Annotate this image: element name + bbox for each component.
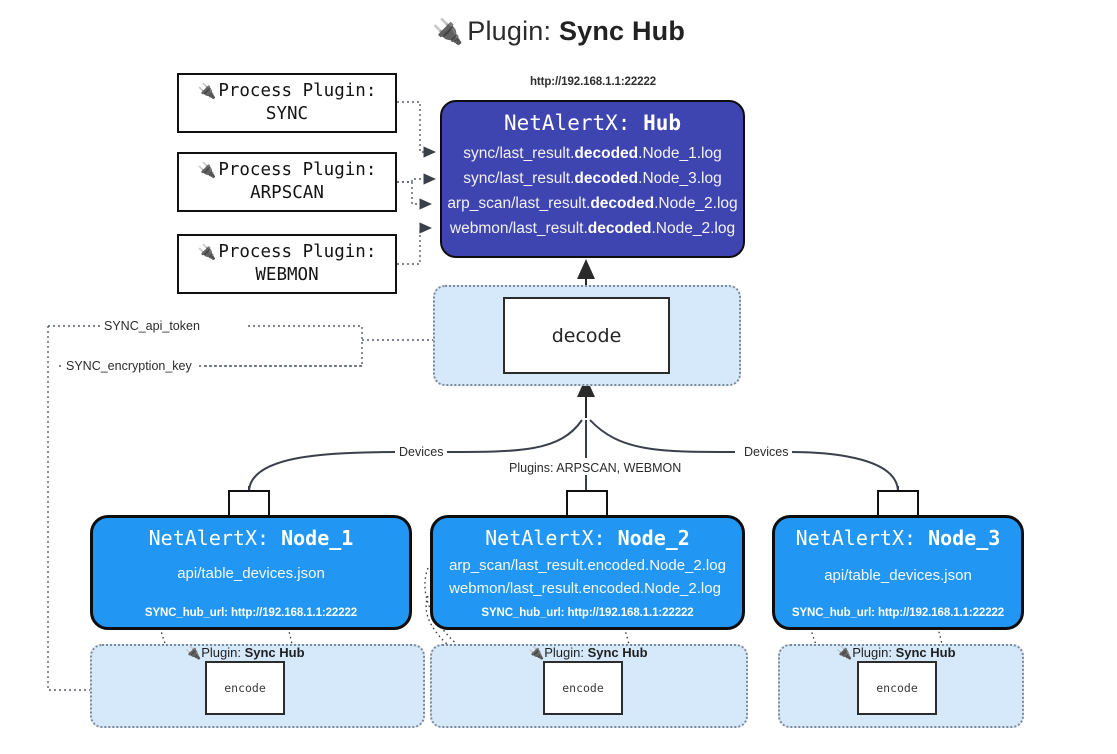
process-plugin-name: WEBMON — [255, 265, 319, 285]
hub-url-label: http://192.168.1.1:22222 — [529, 76, 657, 88]
edge-label-devices-right: Devices — [740, 445, 793, 459]
node-title: NetAlertX: Node_1 — [148, 526, 354, 550]
process-plugin-sync[interactable]: 🔌Process Plugin: SYNC — [177, 73, 397, 133]
page-title: 🔌Plugin: Sync Hub — [0, 16, 1117, 47]
plug-icon: 🔌 — [836, 645, 853, 660]
node-3[interactable]: NetAlertX: Node_3 api/table_devices.json… — [772, 515, 1024, 630]
process-plugin-name: ARPSCAN — [250, 183, 324, 203]
encode-box-3[interactable]: encode — [857, 661, 937, 715]
plug-icon: 🔌 — [431, 18, 464, 46]
hub-log-line: arp_scan/last_result.decoded.Node_2.log — [447, 195, 738, 212]
hub-node[interactable]: NetAlertX: Hub sync/last_result.decoded.… — [440, 100, 745, 258]
hub-title-name: Hub — [643, 111, 681, 135]
node-line: api/table_devices.json — [824, 567, 972, 584]
edge-label-plugins: Plugins: ARPSCAN, WEBMON — [505, 461, 686, 475]
plug-icon: 🔌 — [185, 645, 202, 660]
plugin-strip-label-1: 🔌Plugin: Sync Hub — [185, 645, 305, 660]
process-plugin-arpscan[interactable]: 🔌Process Plugin: ARPSCAN — [177, 152, 397, 212]
hub-log-line: sync/last_result.decoded.Node_1.log — [463, 145, 722, 162]
edge-label-api-token: SYNC_api_token — [100, 319, 204, 333]
node-1[interactable]: NetAlertX: Node_1 api/table_devices.json… — [90, 515, 412, 630]
encode-box-2[interactable]: encode — [543, 661, 623, 715]
edge-label-devices-left: Devices — [395, 445, 448, 459]
hub-log-line: sync/last_result.decoded.Node_3.log — [463, 170, 722, 187]
hub-title-prefix: NetAlertX: — [503, 111, 644, 135]
node-line: api/table_devices.json — [177, 565, 325, 582]
node-footer: SYNC_hub_url: http://192.168.1.1:22222 — [144, 607, 358, 619]
decode-box[interactable]: decode — [503, 297, 670, 374]
process-plugin-webmon[interactable]: 🔌Process Plugin: WEBMON — [177, 234, 397, 294]
title-name: Sync Hub — [558, 16, 686, 46]
process-plugin-name: SYNC — [265, 104, 309, 124]
node-title: NetAlertX: Node_2 — [485, 526, 690, 550]
process-plugin-label: Process Plugin: — [218, 80, 377, 101]
plug-icon: 🔌 — [197, 242, 217, 261]
title-prefix: Plugin: — [467, 16, 559, 46]
plugin-strip-label-3: 🔌Plugin: Sync Hub — [836, 645, 956, 660]
plug-icon: 🔌 — [197, 160, 217, 179]
node-line: arp_scan/last_result.encoded.Node_2.log — [449, 557, 726, 574]
hub-title: NetAlertX: Hub — [504, 111, 681, 135]
node-title: NetAlertX: Node_3 — [795, 526, 1001, 550]
plug-icon: 🔌 — [528, 645, 545, 660]
process-plugin-label: Process Plugin: — [218, 241, 377, 262]
hub-log-line: webmon/last_result.decoded.Node_2.log — [449, 220, 736, 237]
node-line: webmon/last_result.encoded.Node_2.log — [449, 580, 721, 597]
plugin-strip-label-2: 🔌Plugin: Sync Hub — [528, 645, 648, 660]
node-2[interactable]: NetAlertX: Node_2 arp_scan/last_result.e… — [430, 515, 745, 630]
process-plugin-label: Process Plugin: — [218, 159, 377, 180]
node-footer: SYNC_hub_url: http://192.168.1.1:22222 — [481, 607, 694, 619]
node-footer: SYNC_hub_url: http://192.168.1.1:22222 — [791, 607, 1005, 619]
edge-label-encryption-key: SYNC_encryption_key — [62, 359, 196, 373]
plug-icon: 🔌 — [197, 81, 217, 100]
encode-box-1[interactable]: encode — [205, 661, 285, 715]
